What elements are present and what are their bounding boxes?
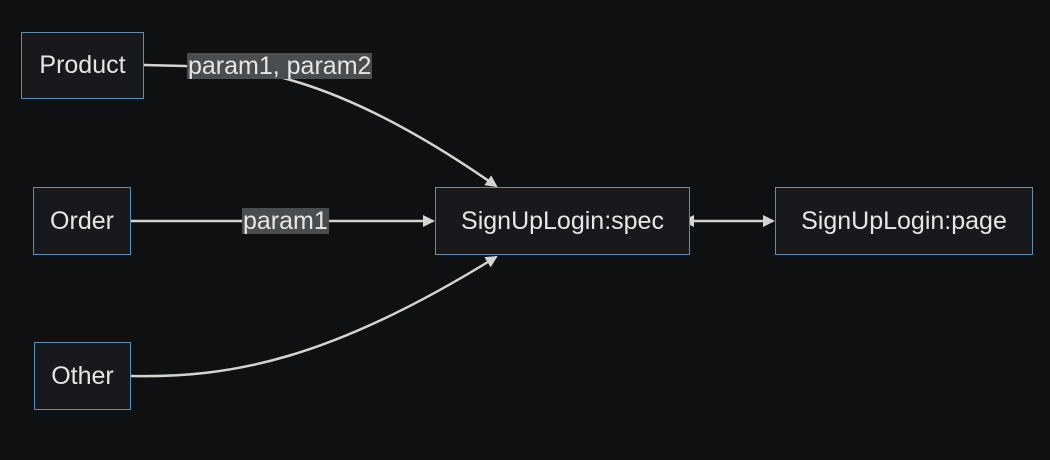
edge-label-order-to-spec: param1	[242, 207, 329, 235]
node-signuplogin-page[interactable]: SignUpLogin:page	[775, 187, 1033, 255]
node-other[interactable]: Other	[34, 342, 131, 410]
edge-product-to-spec	[143, 63, 498, 188]
node-product[interactable]: Product	[21, 32, 144, 99]
edge-other-to-spec	[130, 255, 498, 378]
node-order[interactable]: Order	[33, 187, 131, 255]
node-signuplogin-spec[interactable]: SignUpLogin:spec	[435, 187, 690, 255]
edge-label-product-to-spec: param1, param2	[187, 52, 373, 80]
